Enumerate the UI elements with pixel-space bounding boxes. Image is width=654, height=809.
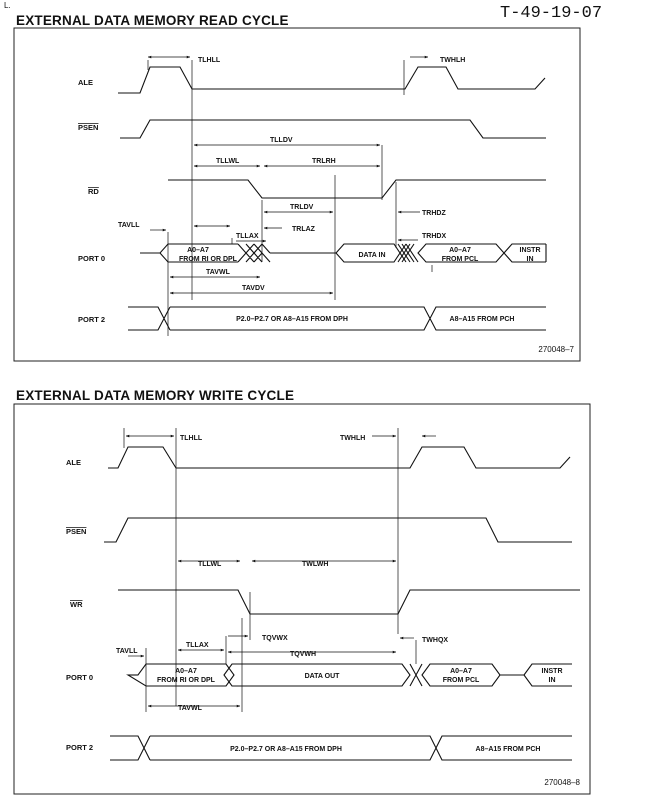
read-guide-lines bbox=[147, 60, 433, 336]
write-tqvwh-label: TQVWH bbox=[290, 651, 316, 658]
write-port2-dph: P2.0–P2.7 OR A8–A15 FROM DPH bbox=[230, 746, 342, 753]
read-port0-pcl-bottom: FROM PCL bbox=[442, 256, 479, 263]
write-wr-waveform bbox=[118, 589, 580, 615]
write-twlwh-label: TWLWH bbox=[302, 561, 328, 568]
read-trlaz-label: TRLAZ bbox=[292, 226, 316, 233]
write-tavwl-label: TAVWL bbox=[178, 705, 203, 712]
write-psen-waveform bbox=[104, 517, 572, 543]
read-rd-label: RD bbox=[88, 187, 99, 196]
read-ale-label: ALE bbox=[78, 78, 93, 87]
write-port0-instr-top: INSTR bbox=[542, 668, 563, 675]
read-port2-pch: A8–A15 FROM PCH bbox=[450, 316, 515, 323]
read-port2-waveform bbox=[128, 306, 546, 331]
read-cycle-title: EXTERNAL DATA MEMORY READ CYCLE bbox=[16, 13, 289, 28]
read-port2-label: PORT 2 bbox=[78, 315, 105, 324]
write-tavll-label: TAVLL bbox=[116, 648, 138, 655]
write-frame bbox=[13, 403, 591, 795]
document-number: T-49-19-07 bbox=[500, 4, 603, 23]
read-rd-waveform bbox=[168, 179, 546, 199]
write-port0-pcl-top: A0–A7 bbox=[450, 668, 472, 675]
read-twhlh-label: TWHLH bbox=[440, 57, 465, 64]
read-tllwl-label: TLLWL bbox=[216, 158, 240, 165]
write-port0-addr-bottom: FROM RI OR DPL bbox=[157, 677, 216, 684]
read-port0-data-in: DATA IN bbox=[358, 252, 385, 259]
write-ale-label: ALE bbox=[66, 458, 81, 467]
write-port2-pch: A8–A15 FROM PCH bbox=[476, 746, 541, 753]
read-tlhll-label: TLHLL bbox=[198, 57, 221, 64]
write-psen-label: PSEN bbox=[66, 527, 86, 536]
read-psen-waveform bbox=[120, 119, 546, 139]
read-port0-pcl-top: A0–A7 bbox=[449, 247, 471, 254]
write-wr-label: WR bbox=[70, 600, 83, 609]
read-tlldv-label: TLLDV bbox=[270, 137, 293, 144]
write-port0-addr-top: A0–A7 bbox=[175, 668, 197, 675]
write-guide-lines bbox=[123, 428, 417, 712]
read-port2-dph: P2.0–P2.7 OR A8–A15 FROM DPH bbox=[236, 316, 348, 323]
write-port0-instr-bottom: IN bbox=[549, 677, 556, 684]
read-port0-addr-top: A0–A7 bbox=[187, 247, 209, 254]
read-trlrh-label: TRLRH bbox=[312, 158, 336, 165]
read-tllax-label: TLLAX bbox=[236, 233, 259, 240]
read-trhdz-label: TRHDZ bbox=[422, 210, 446, 217]
write-figure-id: 270048–8 bbox=[544, 778, 580, 787]
read-frame bbox=[13, 27, 581, 362]
read-port0-addr-bottom: FROM RI OR DPL bbox=[179, 256, 238, 263]
read-tavdv-label: TAVDV bbox=[242, 285, 265, 292]
write-port2-waveform bbox=[110, 735, 572, 761]
read-figure-id: 270048–7 bbox=[538, 345, 574, 354]
write-ale-waveform bbox=[108, 446, 571, 469]
write-tqvwx-label: TQVWX bbox=[262, 635, 288, 642]
write-cycle-diagram: ALE PSEN WR PORT 0 PORT 2 A0–A7 FROM RI … bbox=[13, 403, 591, 795]
read-cycle-diagram: ALE PSEN RD PORT 0 PORT 2 A0–A7 FROM RI … bbox=[13, 27, 581, 362]
read-timing-arrows bbox=[147, 55, 429, 295]
write-port0-label: PORT 0 bbox=[66, 673, 93, 682]
write-twhlh-label: TWHLH bbox=[340, 435, 365, 442]
write-tllax-label: TLLAX bbox=[186, 642, 209, 649]
write-cycle-title: EXTERNAL DATA MEMORY WRITE CYCLE bbox=[16, 388, 295, 403]
write-tlhll-label: TLHLL bbox=[180, 435, 203, 442]
read-port0-instr-bottom: IN bbox=[527, 256, 534, 263]
read-trhdx-label: TRHDX bbox=[422, 233, 446, 240]
corner-mark: L. bbox=[4, 1, 11, 10]
read-trldv-label: TRLDV bbox=[290, 204, 314, 211]
write-twhqx-label: TWHQX bbox=[422, 637, 448, 644]
read-tavwl-label: TAVWL bbox=[206, 269, 231, 276]
read-port0-label: PORT 0 bbox=[78, 254, 105, 263]
write-timing-arrows bbox=[125, 434, 436, 708]
read-ale-waveform bbox=[118, 66, 546, 94]
write-port0-data-out: DATA OUT bbox=[305, 673, 341, 680]
write-tllwl-label: TLLWL bbox=[198, 561, 222, 568]
write-port0-waveform bbox=[126, 663, 572, 687]
read-psen-label: PSEN bbox=[78, 123, 98, 132]
read-port0-instr-top: INSTR bbox=[520, 247, 541, 254]
read-tavll-label: TAVLL bbox=[118, 222, 140, 229]
read-port0-waveform bbox=[140, 243, 547, 263]
write-port0-pcl-bottom: FROM PCL bbox=[443, 677, 480, 684]
write-port2-label: PORT 2 bbox=[66, 743, 93, 752]
